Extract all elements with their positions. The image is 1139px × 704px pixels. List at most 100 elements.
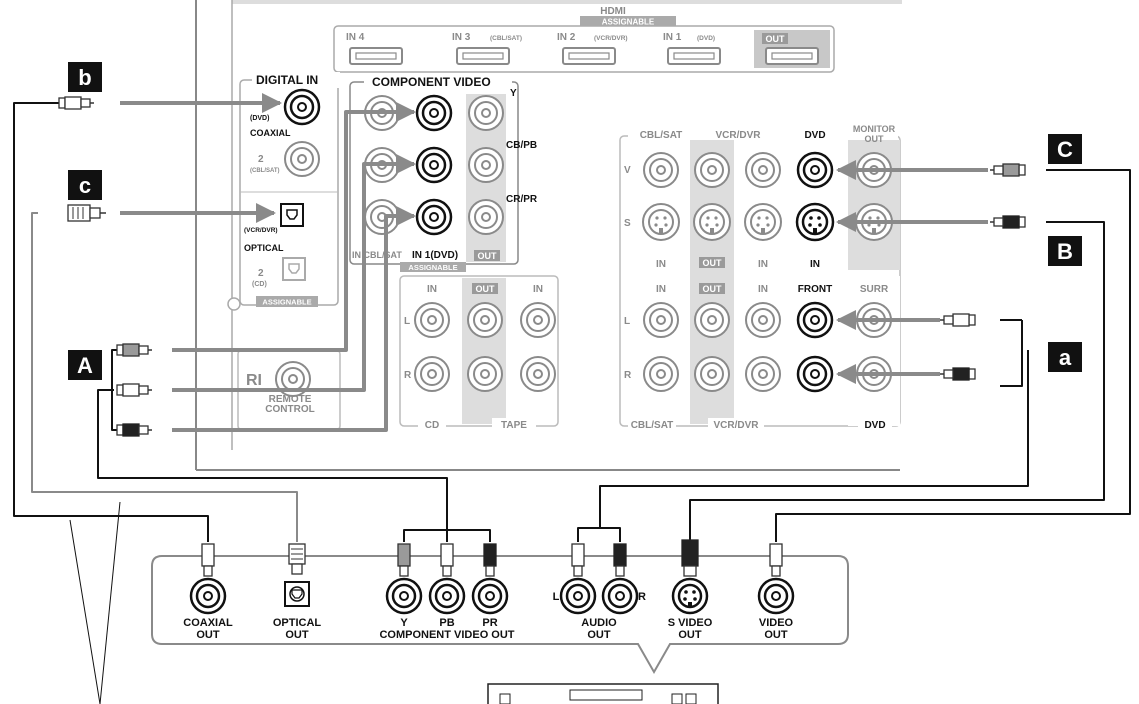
component-assignable: ASSIGNABLE	[408, 263, 457, 272]
player-audio-r-port[interactable]	[601, 577, 639, 615]
coaxial-in-2-port[interactable]	[284, 141, 320, 177]
label-b: b	[78, 65, 91, 90]
optical-in-1-port[interactable]	[280, 203, 304, 227]
component-y-label: Y	[510, 88, 517, 99]
label-A: A	[77, 353, 93, 378]
component-in1-y-port[interactable]	[415, 94, 453, 132]
component-out-pr-port[interactable]	[468, 199, 504, 235]
vcrdvr-svideo-in-port[interactable]	[744, 203, 782, 241]
component-cr-label: CR/PR	[506, 194, 538, 205]
vcrdvr-svideo-out-port[interactable]	[693, 203, 731, 241]
cables	[13, 93, 1131, 704]
component-in1-pr-port[interactable]	[415, 198, 453, 236]
hdmi-out-port[interactable]	[765, 47, 819, 65]
dvd-video-in-port[interactable]	[796, 151, 834, 189]
vcr-dvr-bottom-label: VCR/DVR	[713, 420, 759, 431]
cblsat-audio-l-port[interactable]	[643, 302, 679, 338]
audio-plug-l	[939, 313, 976, 327]
component-video-section: COMPONENT VIDEO Y CB/PB CR/PR IN CBL/SAT…	[349, 74, 538, 272]
svideo-plug-b	[989, 215, 1026, 229]
tape-in-r-port[interactable]	[520, 356, 556, 392]
cd-l-port[interactable]	[414, 302, 450, 338]
cd-r-port[interactable]	[414, 356, 450, 392]
player-svideo-out-port[interactable]	[671, 577, 709, 615]
hdmi-in4-label: IN 4	[346, 32, 365, 43]
dvd-bottom-label: DVD	[864, 420, 885, 431]
player-coax-plug	[201, 543, 215, 577]
monitor-label-2: OUT	[865, 134, 885, 144]
component-plug-pr	[116, 423, 153, 437]
opt2-label: 2	[258, 268, 264, 279]
cable-plugs	[58, 96, 1026, 437]
cblsat-audio-r-port[interactable]	[643, 356, 679, 392]
vcrdvr-video-out-port[interactable]	[694, 152, 730, 188]
player-audio-l-port[interactable]	[559, 577, 597, 615]
dvd-svideo-in-port[interactable]	[795, 202, 835, 242]
tape-out-label: OUT	[476, 284, 496, 294]
coaxial-plug-b	[58, 96, 95, 110]
hdmi-in2-sub: (VCR/DVR)	[594, 35, 628, 42]
player-panel	[151, 555, 849, 704]
vcrdvr-audio-out-l-port[interactable]	[694, 302, 730, 338]
hdmi-in1-port[interactable]	[667, 47, 721, 65]
vcrdvr-audio-out-label: OUT	[703, 284, 723, 294]
player-component-y-port[interactable]	[385, 577, 423, 615]
tape-in-l-port[interactable]	[520, 302, 556, 338]
cd-label: CD	[425, 420, 439, 431]
video-out-line2: OUT	[764, 629, 788, 641]
label-c: c	[79, 173, 91, 198]
remote-logo: RI	[246, 372, 262, 389]
optical-plug-c	[67, 204, 106, 222]
monitor-label-1: MONITOR	[853, 124, 896, 134]
hdmi-in2-port[interactable]	[562, 47, 616, 65]
tape-out-r-port[interactable]	[467, 356, 503, 392]
hdmi-in4-port[interactable]	[349, 47, 403, 65]
svideo-out-line2: OUT	[678, 629, 702, 641]
component-in1-pb-port[interactable]	[415, 146, 453, 184]
component-out-pb-port[interactable]	[468, 147, 504, 183]
player-audio-r-plug	[613, 543, 627, 577]
hdmi-in1-label: IN 1	[663, 32, 682, 43]
cd-in-label: IN	[427, 284, 437, 295]
player-component-pb-port[interactable]	[428, 577, 466, 615]
component-plug-y	[116, 343, 153, 357]
vcrdvr-video-in-port[interactable]	[745, 152, 781, 188]
hdmi-in3-port[interactable]	[456, 47, 510, 65]
surr-label: SURR	[860, 284, 889, 295]
dvd-audio-l-port[interactable]	[796, 301, 834, 339]
component-cb-label: CB/PB	[506, 140, 537, 151]
component-out-y-port[interactable]	[468, 95, 504, 131]
vcrdvr-audio-in-r-port[interactable]	[745, 356, 781, 392]
hdmi-title: HDMI	[600, 6, 626, 17]
player-video-out-port[interactable]	[757, 577, 795, 615]
cbl-sat-top-label: CBL/SAT	[640, 130, 683, 141]
audio2-r-label: R	[624, 370, 632, 381]
cblsat-in-label: IN	[656, 259, 666, 270]
tape-label: TAPE	[501, 420, 527, 431]
remote-line2: CONTROL	[265, 404, 314, 415]
player-pb-label: PB	[439, 617, 454, 629]
hdmi-in2-label: IN 2	[557, 32, 576, 43]
player-component-pr-port[interactable]	[471, 577, 509, 615]
digital-in-section: DIGITAL IN (DVD) COAXIAL 2 (CBL/SAT) (VC…	[227, 72, 340, 311]
dvd-audio-r-port[interactable]	[796, 355, 834, 393]
cblsat-video-port[interactable]	[643, 152, 679, 188]
audio-out-line1: AUDIO	[581, 617, 617, 629]
component-out-label: OUT	[478, 251, 498, 261]
audio-plug-r	[939, 367, 976, 381]
tape-out-l-port[interactable]	[467, 302, 503, 338]
player-coaxial-out-port[interactable]	[189, 577, 227, 615]
vcrdvr-audio-in-l-port[interactable]	[745, 302, 781, 338]
player-optical-out-port[interactable]	[284, 581, 310, 607]
dvd-top-label: DVD	[804, 130, 825, 141]
player-audio-r-label: R	[638, 591, 646, 603]
label-a: a	[1059, 345, 1072, 370]
component-plug-pb	[116, 383, 153, 397]
optical-in-2-port[interactable]	[282, 257, 306, 281]
cblsat-svideo-port[interactable]	[642, 203, 680, 241]
component-in1-label: IN 1(DVD)	[412, 250, 458, 261]
vcrdvr-audio-out-r-port[interactable]	[694, 356, 730, 392]
dvd-in-label: IN	[810, 259, 820, 270]
video-in-section: CBL/SAT VCR/DVR DVD MONITOR OUT V S IN O…	[619, 124, 901, 431]
